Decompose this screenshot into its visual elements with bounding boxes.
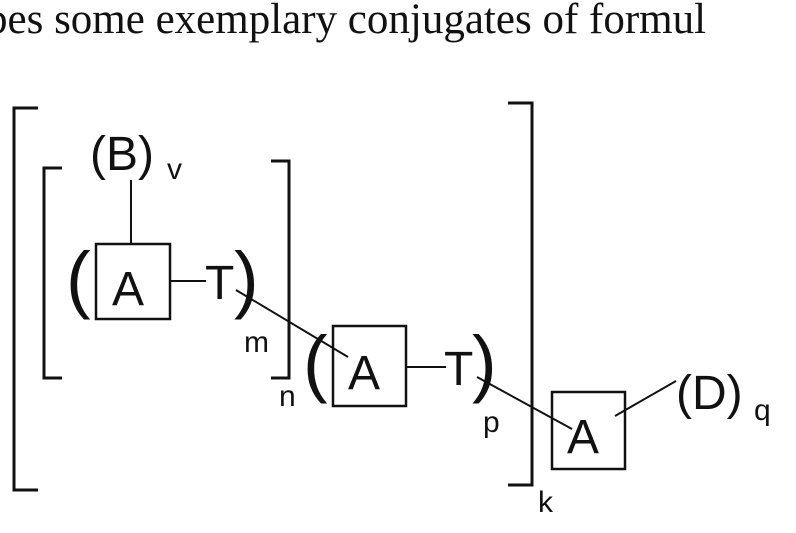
middle-paren-subscript-p: p	[483, 406, 500, 439]
unit-a-label-1: A	[112, 263, 144, 316]
outer-bracket-subscript-k: k	[538, 486, 554, 519]
unit-a-label-3: A	[567, 411, 599, 464]
unit-a-label-2: A	[348, 347, 380, 400]
middle-close-paren: )	[472, 321, 497, 404]
inner-left-bracket	[44, 168, 62, 378]
middle-open-paren: (	[303, 321, 328, 404]
outer-right-bracket	[508, 103, 532, 485]
drug-group-d: (D)	[676, 367, 743, 420]
branch-group-b: (B)	[90, 128, 154, 181]
inner-open-paren: (	[66, 237, 91, 320]
branch-subscript-v: v	[167, 153, 182, 186]
outer-left-bracket	[14, 108, 38, 490]
drug-subscript-q: q	[754, 394, 771, 427]
linker-t-2: T	[444, 343, 473, 396]
inner-close-paren: )	[234, 237, 259, 320]
linker-t-1: T	[205, 257, 234, 310]
inner-paren-subscript-m: m	[244, 326, 269, 359]
inner-bracket-subscript-n: n	[279, 380, 296, 413]
inner-right-bracket	[271, 161, 289, 378]
